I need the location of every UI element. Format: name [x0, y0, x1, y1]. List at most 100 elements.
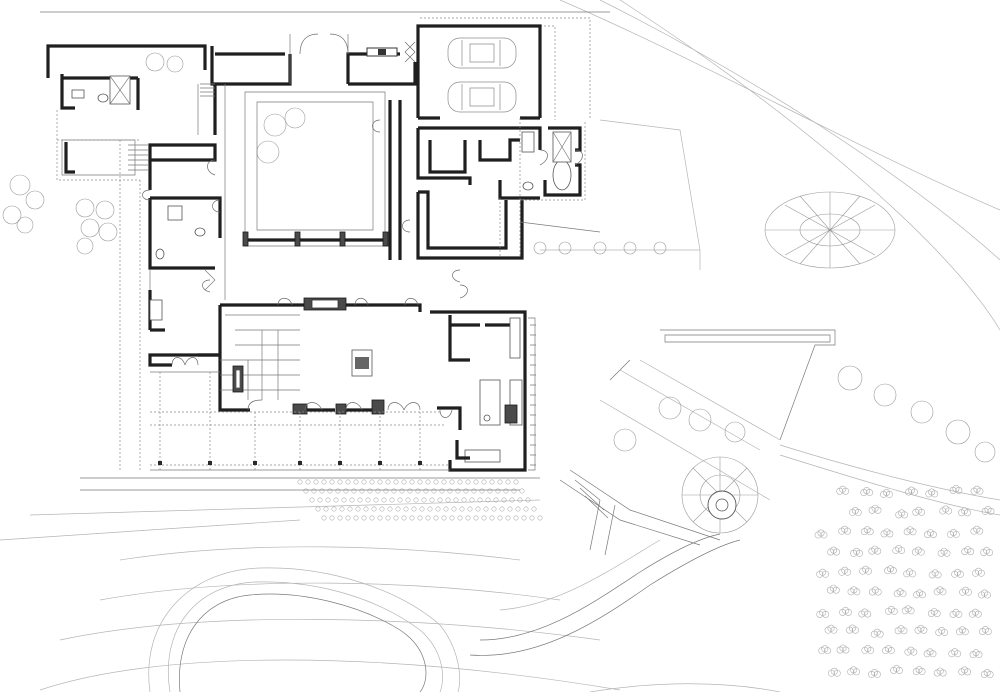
lawn-tuft	[309, 497, 315, 503]
lawn-tuft	[517, 497, 523, 503]
lawn-tuft	[395, 506, 401, 512]
lawn-tuft	[529, 515, 535, 521]
west-steps	[128, 83, 215, 171]
lawn-tuft	[473, 515, 479, 521]
lawn-tuft	[415, 488, 421, 494]
shrub-icon	[958, 666, 972, 676]
shrub-icon	[978, 589, 991, 599]
lawn-tuft	[509, 497, 515, 503]
shrub-icon	[905, 486, 918, 496]
shrub-icon	[824, 624, 838, 634]
lawn-texture	[297, 479, 543, 521]
door-swings	[142, 119, 583, 418]
shrub-icon	[814, 529, 828, 539]
shrub-icon	[972, 567, 985, 577]
shrub-icon	[818, 645, 832, 655]
lawn-tuft	[455, 488, 461, 494]
shrub-icon	[816, 568, 830, 578]
lawn-tuft	[479, 488, 485, 494]
lawn-tuft	[341, 497, 347, 503]
lawn-tuft	[311, 488, 317, 494]
lawn-tuft	[385, 515, 391, 521]
lawn-tuft	[367, 488, 373, 494]
lawn-tuft	[359, 488, 365, 494]
shrub-icon	[949, 484, 963, 494]
lawn-tuft	[373, 497, 379, 503]
lawn-tuft	[531, 506, 537, 512]
shrub-icon	[894, 625, 908, 635]
main-living-block	[148, 297, 527, 472]
lawn-tuft	[317, 497, 323, 503]
lawn-tuft	[407, 488, 413, 494]
shrub-icon	[969, 649, 983, 659]
lawn-tuft	[451, 506, 457, 512]
orchard-shrubs	[814, 484, 995, 679]
lawn-tuft	[513, 479, 519, 485]
veranda	[80, 317, 540, 491]
lawn-tuft	[461, 497, 467, 503]
lawn-tuft	[421, 497, 427, 503]
lawn-tuft	[403, 506, 409, 512]
shrub-icon	[928, 569, 942, 579]
lawn-tuft	[505, 479, 511, 485]
lawn-tuft	[497, 479, 503, 485]
lawn-tuft	[385, 479, 391, 485]
lawn-tuft	[361, 515, 367, 521]
shrub-icon	[868, 586, 882, 596]
lawn-tuft	[419, 506, 425, 512]
lawn-tuft	[483, 506, 489, 512]
lawn-tuft	[475, 506, 481, 512]
shrub-icon	[951, 568, 964, 578]
shrub-icon	[904, 646, 918, 656]
lawn-tuft	[363, 506, 369, 512]
shrub-icon	[860, 487, 874, 497]
shrub-icon	[838, 525, 852, 535]
shrub-icon	[882, 645, 895, 655]
shrub-icon	[848, 507, 862, 516]
courtyard	[197, 84, 402, 300]
lawn-tuft	[511, 488, 517, 494]
shrub-icon	[884, 605, 898, 615]
shrub-icon	[914, 624, 928, 634]
shrub-icon	[939, 505, 953, 515]
lawn-tuft	[369, 479, 375, 485]
lawn-tuft	[381, 497, 387, 503]
lawn-tuft	[449, 515, 455, 521]
shrub-icon	[956, 626, 969, 636]
trees	[2, 52, 996, 534]
shrub-icon	[850, 547, 863, 557]
lawn-tuft	[329, 479, 335, 485]
shrub-icon	[970, 485, 984, 495]
shrub-icon	[912, 666, 926, 676]
lawn-tuft	[401, 479, 407, 485]
shrub-icon	[893, 588, 907, 598]
lawn-tuft	[321, 479, 327, 485]
shrub-icon	[870, 628, 884, 638]
east-wing	[416, 118, 601, 260]
car-bottom	[447, 81, 517, 113]
tree-group-west	[2, 174, 118, 255]
shrub-icon	[937, 547, 951, 557]
lawn-tuft	[489, 479, 495, 485]
shrub-icon	[861, 645, 875, 654]
shrub-icon	[838, 566, 852, 576]
lawn-tuft	[351, 488, 357, 494]
lawn-tuft	[345, 479, 351, 485]
tree-row-east	[613, 365, 996, 463]
lawn-tuft	[477, 497, 483, 503]
shrub-icon	[948, 648, 962, 658]
lawn-tuft	[349, 497, 355, 503]
shrub-icon	[846, 624, 859, 634]
lawn-tuft	[501, 497, 507, 503]
shrub-icon	[859, 565, 872, 575]
shrub-icon	[860, 526, 874, 536]
flower-tree	[681, 456, 759, 534]
lawn-tuft	[459, 506, 465, 512]
lawn-tuft	[449, 479, 455, 485]
shrub-icon	[923, 648, 937, 658]
pond-outline	[148, 567, 460, 692]
lawn-tuft	[439, 488, 445, 494]
lawn-tuft	[315, 506, 321, 512]
